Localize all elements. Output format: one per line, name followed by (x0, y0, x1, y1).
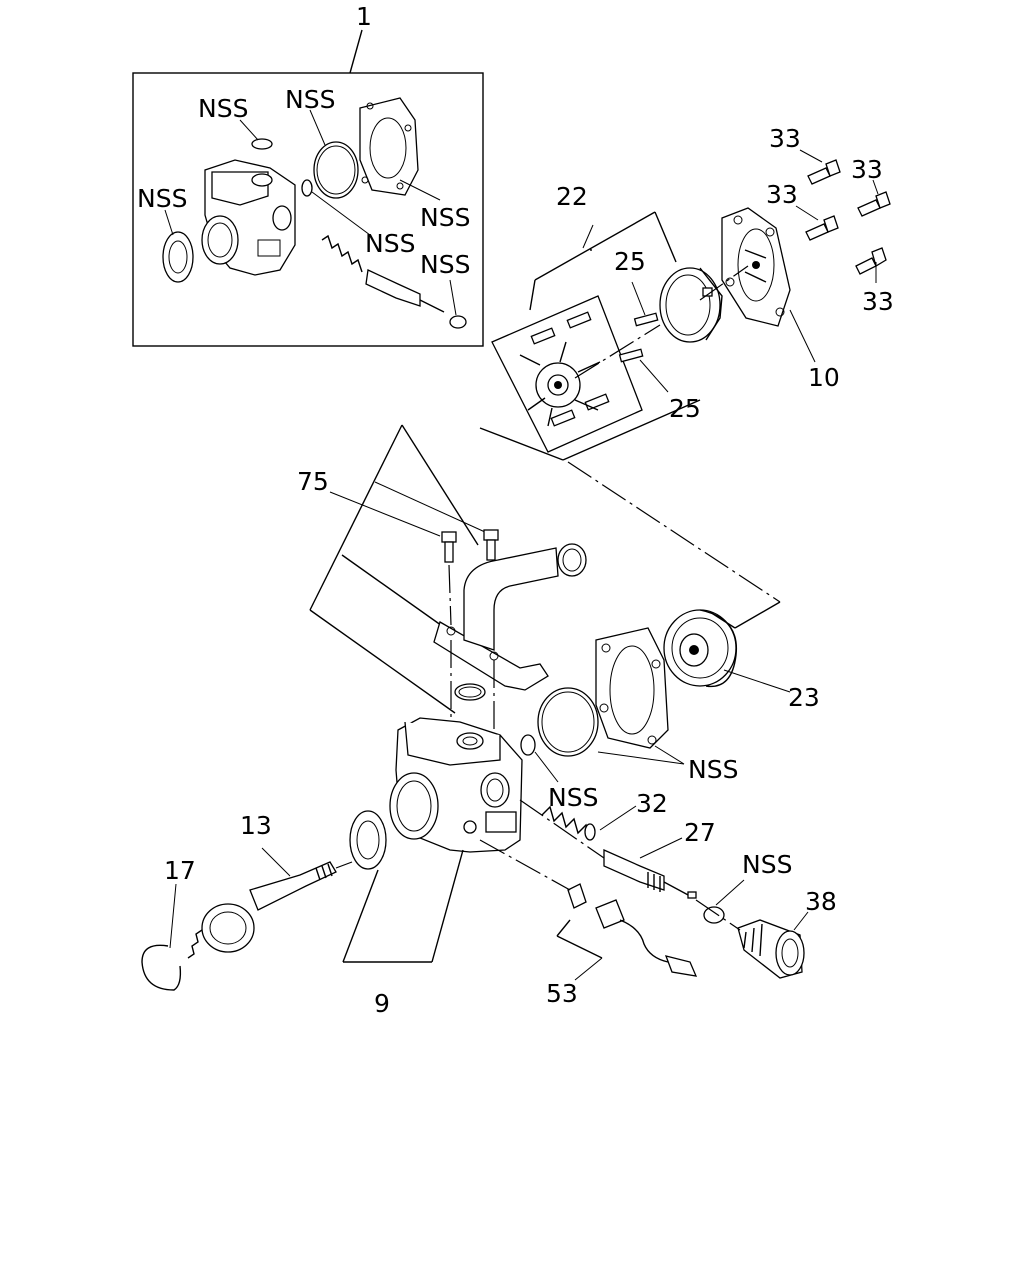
label-part-33-4[interactable]: 33 (862, 287, 894, 316)
inset-small-oring[interactable] (301, 179, 313, 197)
label-part-25-lower[interactable]: 25 (669, 394, 701, 423)
flow-control-valve-27[interactable] (603, 848, 697, 899)
bracket-bolt-left[interactable] (441, 531, 457, 563)
label-nss-inset-valve[interactable]: NSS (420, 250, 470, 279)
label-part-10[interactable]: 10 (808, 363, 840, 392)
label-part-1[interactable]: 1 (356, 2, 372, 31)
inlet-pipe-bracket[interactable] (433, 543, 587, 691)
label-nss-inset-oring[interactable]: NSS (365, 229, 415, 258)
label-part-13[interactable]: 13 (240, 811, 272, 840)
label-nss-inset-gasket[interactable]: NSS (420, 203, 470, 232)
main-pump-housing[interactable] (389, 717, 523, 853)
inset-spring[interactable] (321, 234, 363, 273)
label-part-38[interactable]: 38 (805, 887, 837, 916)
label-part-32[interactable]: 32 (636, 789, 668, 818)
label-part-33-3[interactable]: 33 (766, 180, 798, 209)
inset-valve[interactable] (365, 269, 445, 313)
relief-spring-32[interactable] (541, 805, 596, 841)
bolt-33-3[interactable] (857, 191, 891, 217)
bolt-33-2[interactable] (805, 215, 839, 241)
label-nss-main-gasket[interactable]: NSS (688, 755, 738, 784)
pump-cover-plate[interactable] (721, 207, 791, 327)
cam-ring[interactable] (659, 267, 723, 343)
bolt-33-4[interactable] (855, 247, 887, 275)
bracket-bolt-right[interactable] (483, 529, 499, 561)
label-nss-inset-left[interactable]: NSS (137, 184, 187, 213)
label-nss-main-oring[interactable]: NSS (548, 783, 598, 812)
inset-gasket[interactable] (359, 97, 419, 196)
rotor-vane-plate[interactable] (491, 295, 643, 453)
pin-upper[interactable] (633, 312, 659, 327)
main-large-oring[interactable] (537, 687, 599, 757)
label-part-53[interactable]: 53 (546, 979, 578, 1008)
label-part-33-2[interactable]: 33 (851, 155, 883, 184)
label-part-75[interactable]: 75 (297, 467, 329, 496)
inset-assembly-1: 1 (132, 2, 484, 347)
label-part-9[interactable]: 9 (374, 989, 390, 1018)
pin-lower[interactable] (618, 348, 644, 363)
label-nss-inset-ring[interactable]: NSS (285, 85, 335, 114)
inset-valve-oring[interactable] (449, 315, 467, 329)
inset-large-oring[interactable] (313, 141, 359, 199)
label-nss-inset-top[interactable]: NSS (198, 94, 248, 123)
bracket-group: 75 (297, 424, 587, 740)
union-fitting-38[interactable] (737, 919, 805, 979)
housing-top-oring[interactable] (454, 683, 486, 701)
label-part-33-1[interactable]: 33 (769, 124, 801, 153)
bolt-33-1[interactable] (807, 159, 841, 185)
rotor-kit-group: 22 25 25 (479, 124, 894, 461)
label-part-23[interactable]: 23 (788, 683, 820, 712)
main-small-oring[interactable] (520, 734, 536, 756)
main-gasket[interactable] (595, 627, 669, 749)
label-part-27[interactable]: 27 (684, 818, 716, 847)
inset-housing[interactable] (201, 159, 296, 276)
inset-oring-top[interactable] (251, 138, 273, 150)
snap-ring-17[interactable] (141, 944, 182, 991)
inset-seal-ring[interactable] (162, 231, 194, 283)
main-seal-ring[interactable] (349, 810, 387, 870)
label-nss-main-fitting[interactable]: NSS (742, 850, 792, 879)
label-part-25-upper[interactable]: 25 (614, 247, 646, 276)
pressure-switch-53[interactable] (567, 883, 698, 977)
label-part-22[interactable]: 22 (556, 182, 588, 211)
label-part-17[interactable]: 17 (164, 856, 196, 885)
fitting-oring[interactable] (703, 906, 725, 924)
drive-shaft-13[interactable] (187, 861, 337, 959)
